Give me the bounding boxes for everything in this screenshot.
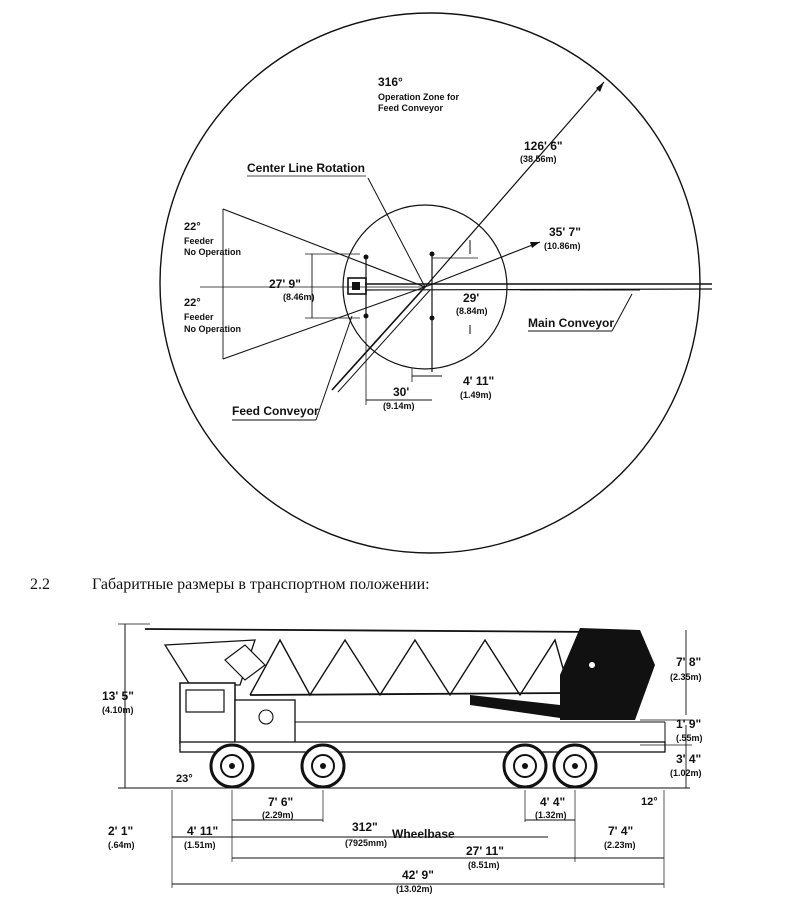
- center-line-pointer: [367, 177, 426, 288]
- section-number: 2.2: [30, 576, 50, 593]
- angle-12-label: 12°: [641, 796, 658, 808]
- d-4-11-metric: (1.51m): [184, 840, 216, 850]
- truck-transport-diagram: 13' 5" (4.10m) 7' 8" (2.35m) 1' 9" (.55m…: [102, 623, 703, 894]
- leader: [315, 315, 353, 421]
- boom-top-chord: [144, 628, 601, 633]
- dim-30-label: 30': [393, 385, 409, 399]
- feed-conveyor-line: [331, 286, 426, 391]
- d-27-11-metric: (8.51m): [468, 860, 500, 870]
- radius-outer-line: [424, 81, 605, 288]
- wheel: [209, 743, 255, 789]
- radius-inner-label: 35' 7": [549, 225, 581, 239]
- span-metric: (8.46m): [283, 292, 315, 302]
- outer-operation-circle: [159, 12, 701, 554]
- d-27-11-label: 27' 11": [466, 844, 504, 858]
- post-joint: [429, 315, 435, 321]
- wheel: [300, 743, 346, 789]
- section-caption: 2.2 Габаритные размеры в транспортном пол…: [30, 576, 430, 594]
- zone-angle-label: 316°: [378, 75, 403, 89]
- wheelbase-label: Wheelbase: [392, 827, 455, 841]
- height-total-metric: (4.10m): [102, 705, 134, 715]
- post-joint: [363, 313, 369, 319]
- dim-29-metric: (8.84m): [456, 306, 488, 316]
- h-1-9-metric: (.55m): [676, 733, 703, 743]
- d-4-4-metric: (1.32m): [535, 810, 567, 820]
- d-4-4-label: 4' 4": [540, 795, 565, 809]
- h-3-4-label: 3' 4": [676, 752, 701, 766]
- operation-zone-diagram: 316° Operation Zone for Feed Conveyor 12…: [159, 12, 713, 554]
- d-2-1-metric: (.64m): [108, 840, 135, 850]
- feeder-top-label: No Operation: [184, 247, 241, 257]
- feeder-limit-top: [222, 208, 426, 288]
- angle-bottom-label: 22°: [184, 297, 201, 309]
- feed-conveyor-label: Feed Conveyor: [232, 404, 319, 418]
- d-7-4-metric: (2.23m): [604, 840, 636, 850]
- dim-4-11-metric: (1.49m): [460, 390, 492, 400]
- post-joint: [429, 251, 435, 257]
- dim-4-11-label: 4' 11": [463, 374, 494, 388]
- feeder-bottom-label: No Operation: [184, 324, 241, 334]
- main-conveyor-label: Main Conveyor: [528, 316, 614, 330]
- length-total-label: 42' 9": [402, 868, 434, 882]
- feeder-limit-bottom: [222, 286, 426, 360]
- arrowhead: [530, 242, 540, 248]
- dim-29-label: 29': [463, 291, 479, 305]
- feed-hopper: [163, 639, 256, 686]
- radius-inner-line: [424, 241, 541, 288]
- angle-top-label: 22°: [184, 221, 201, 233]
- feed-conveyor-line: [337, 289, 431, 393]
- d-4-11-label: 4' 11": [187, 824, 218, 838]
- d-7-4-label: 7' 4": [608, 824, 633, 838]
- section-title: Габаритные размеры в транспортном положе…: [92, 576, 430, 593]
- feeder-bottom-label: Feeder: [184, 312, 214, 322]
- span-label: 27' 9": [269, 277, 301, 291]
- boom-lattice: [249, 638, 571, 697]
- d-7-6-label: 7' 6": [268, 795, 293, 809]
- cab-window: [185, 689, 225, 713]
- conveyor-belt: [470, 695, 560, 718]
- boom-bottom-chord: [249, 692, 571, 696]
- post-joint: [363, 254, 369, 260]
- feeder-top-label: Feeder: [184, 236, 214, 246]
- length-total-metric: (13.02m): [396, 884, 433, 894]
- angle-23-label: 23°: [176, 773, 193, 785]
- arrowhead: [596, 82, 604, 92]
- d-7-6-metric: (2.29m): [262, 810, 294, 820]
- chassis-detail: [258, 709, 274, 725]
- boom-head: [224, 644, 266, 681]
- h-1-9-label: 1' 9": [676, 717, 701, 731]
- leader: [611, 293, 633, 332]
- height-top-label: 7' 8": [676, 655, 701, 669]
- zone-text-label: Feed Conveyor: [378, 103, 444, 113]
- wheelbase-metric: (7925mm): [345, 838, 387, 848]
- wheelbase-value: 312": [352, 820, 378, 834]
- dim-30-metric: (9.14m): [383, 401, 415, 411]
- rear-structure: [560, 628, 655, 720]
- machine-body: [352, 282, 360, 290]
- radius-outer-metric: (38.56m): [520, 154, 557, 164]
- height-top-metric: (2.35m): [670, 672, 702, 682]
- wheel: [502, 743, 548, 789]
- zone-text-label: Operation Zone for: [378, 92, 459, 102]
- center-line-label: Center Line Rotation: [247, 161, 365, 175]
- height-total-label: 13' 5": [102, 689, 134, 703]
- rear-detail: [589, 662, 595, 668]
- radius-outer-label: 126' 6": [524, 139, 563, 153]
- chassis-body: [234, 699, 296, 746]
- radius-inner-metric: (10.86m): [544, 241, 581, 251]
- chassis-frame: [179, 741, 666, 753]
- wheel: [552, 743, 598, 789]
- d-2-1-label: 2' 1": [108, 824, 133, 838]
- h-3-4-metric: (1.02m): [670, 768, 702, 778]
